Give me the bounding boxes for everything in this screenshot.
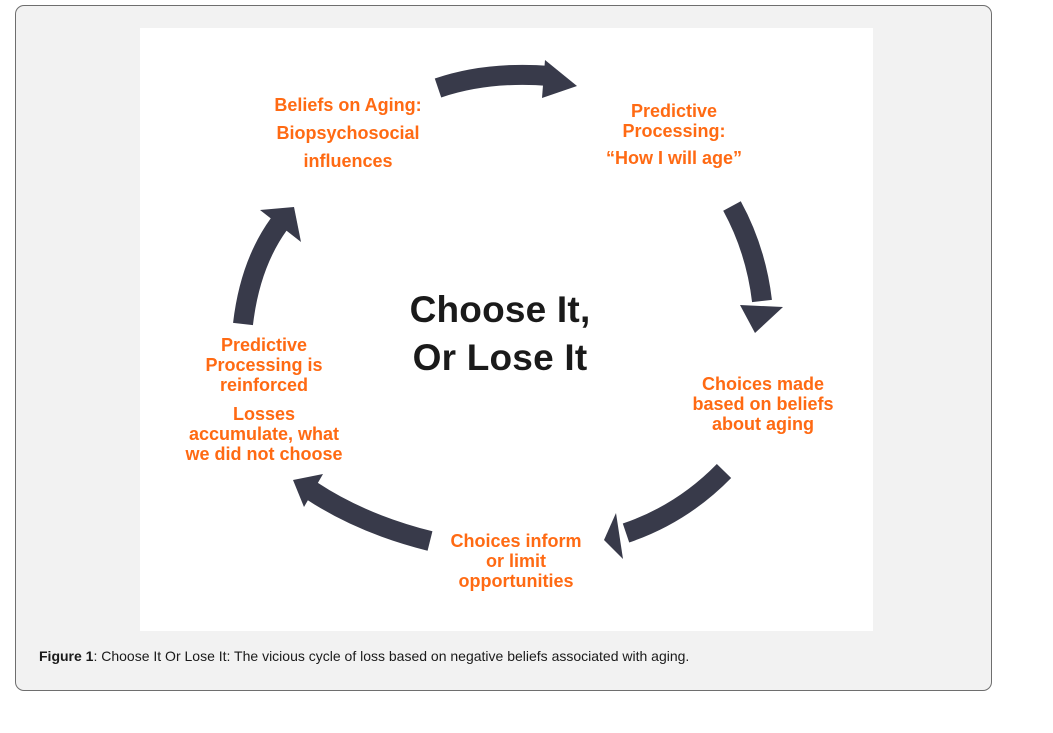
node-losses-line-1: Losses [232, 404, 296, 424]
cycle-arrows [233, 60, 783, 559]
node-predictive-processing: Predictive Processing: “How I will age” [606, 101, 742, 168]
node-beliefs-line-3: influences [303, 151, 393, 171]
center-title-line-1: Choose It, [409, 289, 591, 330]
node-predictive-line-3: “How I will age” [605, 148, 743, 168]
node-beliefs-line-2: Biopsychosocial [276, 123, 420, 143]
center-title-line-2: Or Lose It [412, 337, 588, 378]
diagram-center-title: Choose It, Or Lose It [410, 286, 591, 382]
node-reinforced-line-3: reinforced [219, 375, 309, 395]
figure-caption: Figure 1: Choose It Or Lose It: The vici… [39, 648, 689, 664]
cycle-diagram: Beliefs on Aging: Biopsychosocial influe… [140, 28, 873, 631]
cycle-arrow-right [723, 201, 783, 333]
node-reinforced-line-1: Predictive [220, 335, 308, 355]
figure-caption-text: : Choose It Or Lose It: The vicious cycl… [93, 648, 690, 664]
node-choices-inform-line-1: Choices inform [450, 531, 582, 551]
node-choices-inform: Choices inform or limit opportunities [450, 531, 581, 591]
node-beliefs-on-aging: Beliefs on Aging: Biopsychosocial influe… [274, 91, 421, 175]
node-choices-made-line-2: based on beliefs [692, 394, 834, 414]
cycle-arrow-bottom-left [293, 474, 433, 551]
node-choices-made-line-1: Choices made [701, 374, 825, 394]
node-predictive-reinforced: Predictive Processing is reinforced [205, 335, 322, 395]
node-choices-made-line-3: about aging [711, 414, 814, 434]
figure-caption-label: Figure 1 [39, 648, 94, 664]
cycle-arrow-bottom-right [604, 463, 732, 559]
node-choices-inform-line-2: or limit [485, 551, 546, 571]
node-beliefs-line-1: Beliefs on Aging: [274, 95, 422, 115]
cycle-arrow-top [434, 60, 577, 98]
node-choices-made: Choices made based on beliefs about agin… [692, 374, 833, 434]
node-predictive-line-1: Predictive [630, 101, 718, 121]
node-choices-inform-line-3: opportunities [458, 571, 574, 591]
node-losses-accumulate: Losses accumulate, what we did not choos… [185, 404, 342, 464]
node-predictive-line-2: Processing: [622, 121, 726, 141]
figure-card: Beliefs on Aging: Biopsychosocial influe… [15, 5, 992, 691]
cycle-arrow-left [233, 207, 301, 326]
node-reinforced-line-2: Processing is [205, 355, 323, 375]
node-losses-line-2: accumulate, what [188, 424, 340, 444]
node-losses-line-3: we did not choose [185, 444, 343, 464]
